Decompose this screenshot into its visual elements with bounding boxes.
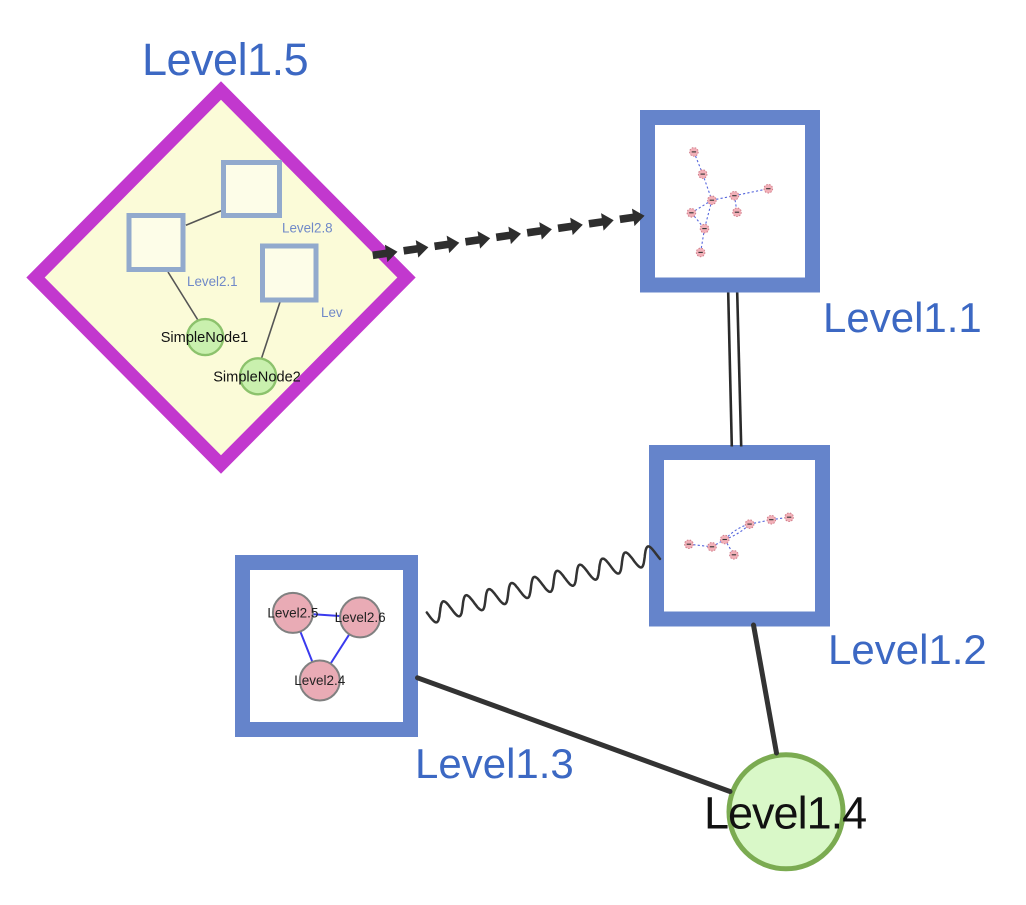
svg-text:Level1.1: Level1.1 (823, 294, 982, 341)
svg-text:Level2.6: Level2.6 (335, 610, 386, 625)
svg-text:Lev: Lev (321, 305, 343, 320)
svg-text:Level2.4: Level2.4 (294, 673, 346, 688)
svg-text:Level2.1: Level2.1 (187, 274, 238, 289)
svg-text:SimpleNode2: SimpleNode2 (213, 370, 301, 386)
svg-text:Level2.5: Level2.5 (267, 605, 318, 620)
svg-text:Level1.2: Level1.2 (828, 626, 987, 673)
svg-text:Level1.5: Level1.5 (142, 34, 308, 85)
svg-text:Level2.8: Level2.8 (282, 221, 333, 236)
svg-text:Level1.3: Level1.3 (415, 740, 574, 787)
svg-text:Level1.4: Level1.4 (704, 788, 866, 839)
svg-text:SimpleNode1: SimpleNode1 (161, 330, 249, 346)
